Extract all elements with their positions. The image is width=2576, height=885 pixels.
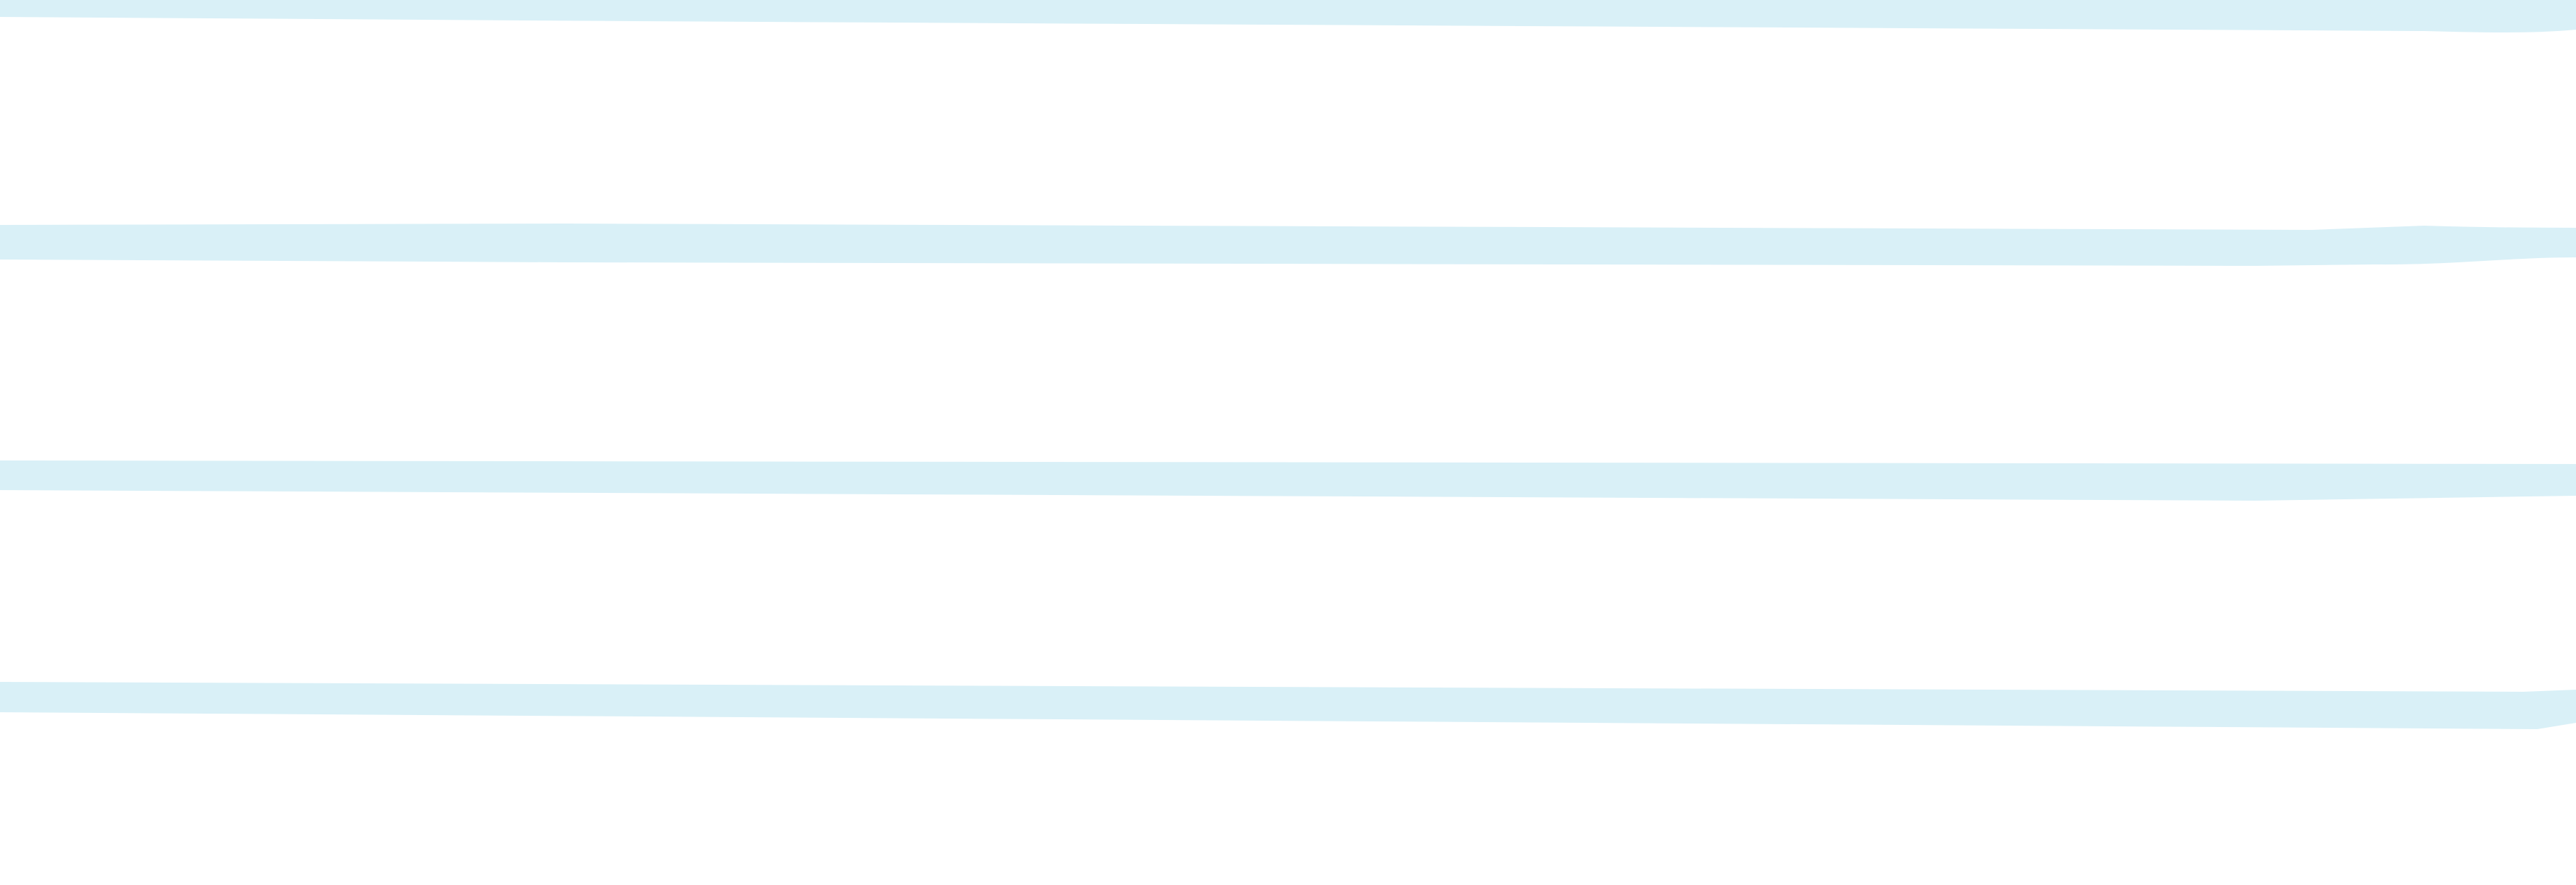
stripe-2 xyxy=(0,224,2576,266)
stripe-3 xyxy=(0,460,2576,501)
stripe-4 xyxy=(0,682,2576,729)
stripe-1 xyxy=(0,0,2576,32)
